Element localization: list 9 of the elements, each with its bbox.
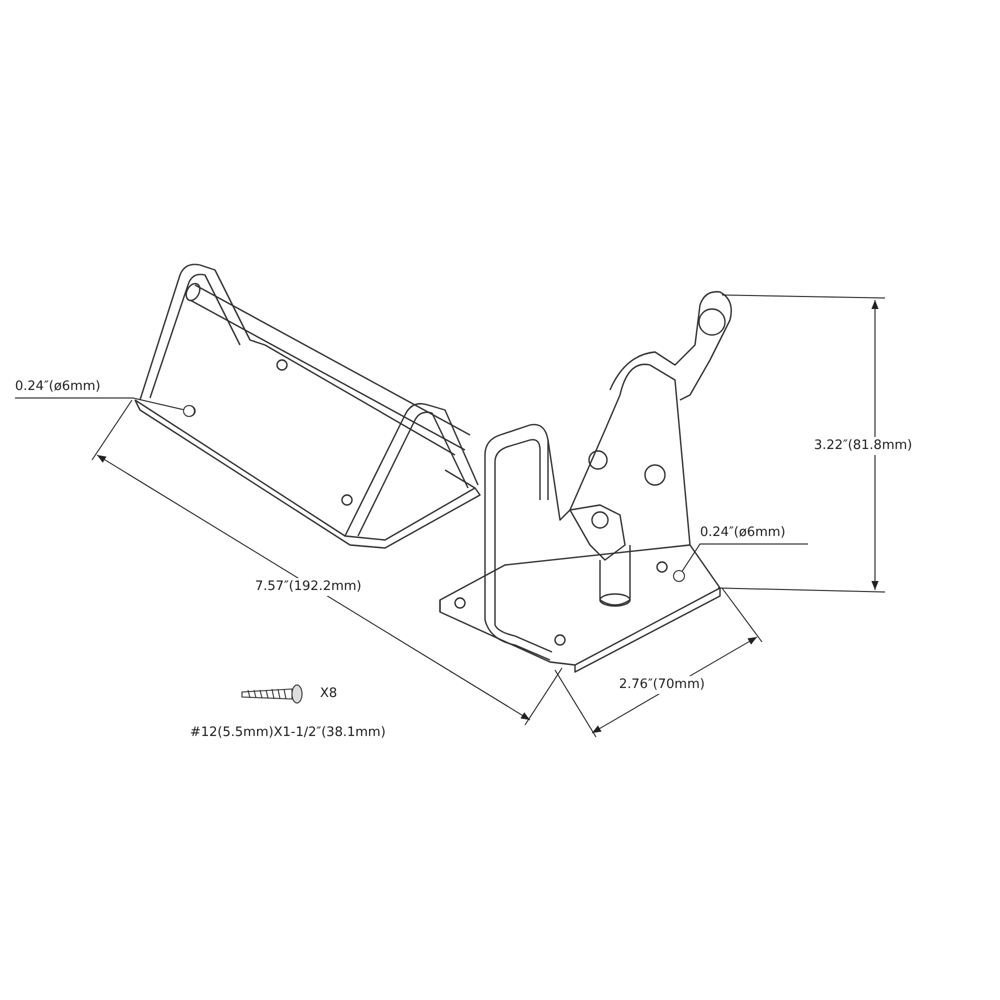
dimension-text: 2.76″(70mm) xyxy=(617,676,707,694)
leader-line xyxy=(682,544,808,572)
dimension-text: 0.24″(ø6mm) xyxy=(700,524,786,542)
dimension-text: 3.22″(81.8mm) xyxy=(812,437,914,455)
dimension-text: 7.57″(192.2mm) xyxy=(253,578,364,596)
leader-line xyxy=(14,398,184,410)
dimension-text: 0.24″(ø6mm) xyxy=(15,378,100,396)
mounting-hole xyxy=(673,570,685,582)
mounting-hole xyxy=(183,405,195,417)
